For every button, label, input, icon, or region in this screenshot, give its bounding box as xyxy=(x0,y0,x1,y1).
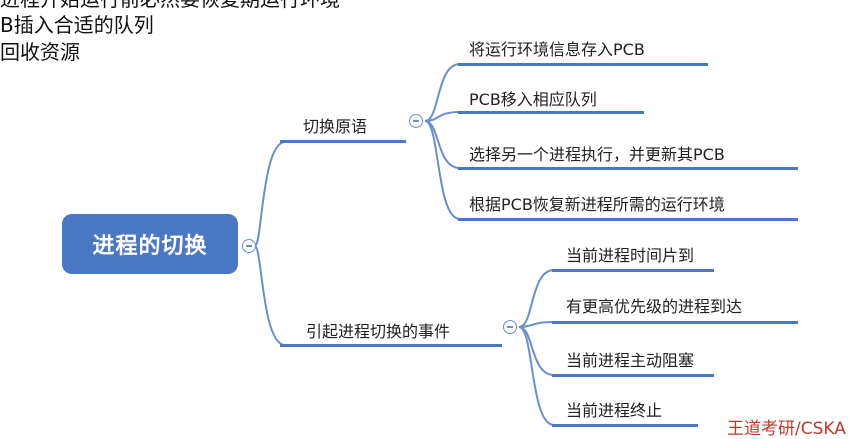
leaf-block-underline xyxy=(552,374,714,377)
connector-b1-c1 xyxy=(424,63,461,122)
root-node[interactable]: 进程的切换 xyxy=(62,214,238,274)
leaf-terminate[interactable]: 当前进程终止 xyxy=(566,401,663,420)
connector-b1-c4 xyxy=(424,120,461,220)
leaf-higher-priority[interactable]: 有更高优先级的进程到达 xyxy=(566,297,743,316)
connector-b2-c1 xyxy=(518,269,555,328)
collapse-branch-switch-events-icon[interactable] xyxy=(503,320,517,334)
context-text-line-3: 回收资源 xyxy=(0,40,80,64)
leaf-select-process[interactable]: 选择另一个进程执行，并更新其PCB xyxy=(469,145,725,164)
leaf-select-process-underline xyxy=(458,167,798,170)
leaf-block[interactable]: 当前进程主动阻塞 xyxy=(566,351,695,370)
leaf-save-env[interactable]: 将运行环境信息存入PCB xyxy=(469,40,645,59)
collapse-branch-switch-primitive-icon[interactable] xyxy=(409,114,423,128)
connector-b2-c4 xyxy=(518,326,555,426)
leaf-restore-env-underline xyxy=(458,218,798,221)
branch-switch-events[interactable]: 引起进程切换的事件 xyxy=(306,322,451,341)
branch-switch-events-underline xyxy=(280,344,502,347)
collapse-root-icon[interactable] xyxy=(242,239,256,253)
branch-switch-primitive-underline xyxy=(280,140,406,143)
leaf-time-slice[interactable]: 当前进程时间片到 xyxy=(566,246,695,265)
connector-root-branch2 xyxy=(254,245,286,346)
leaf-time-slice-underline xyxy=(552,269,714,272)
context-text-line-1: 进程开始运行前必然要恢复期运行环境 xyxy=(0,0,340,10)
leaf-restore-env[interactable]: 根据PCB恢复新进程所需的运行环境 xyxy=(469,195,725,214)
leaf-save-env-underline xyxy=(458,63,708,66)
branch-switch-primitive[interactable]: 切换原语 xyxy=(303,117,368,136)
leaf-terminate-underline xyxy=(552,424,698,427)
watermark-text: 王道考研/CSKA xyxy=(727,419,846,439)
leaf-move-pcb-underline xyxy=(458,111,644,114)
context-text-line-2: B插入合适的队列 xyxy=(0,13,154,37)
root-node-label: 进程的切换 xyxy=(92,234,208,259)
leaf-higher-priority-underline xyxy=(552,321,798,324)
connector-root-branch1 xyxy=(254,141,286,247)
leaf-move-pcb[interactable]: PCB移入相应队列 xyxy=(469,90,597,109)
